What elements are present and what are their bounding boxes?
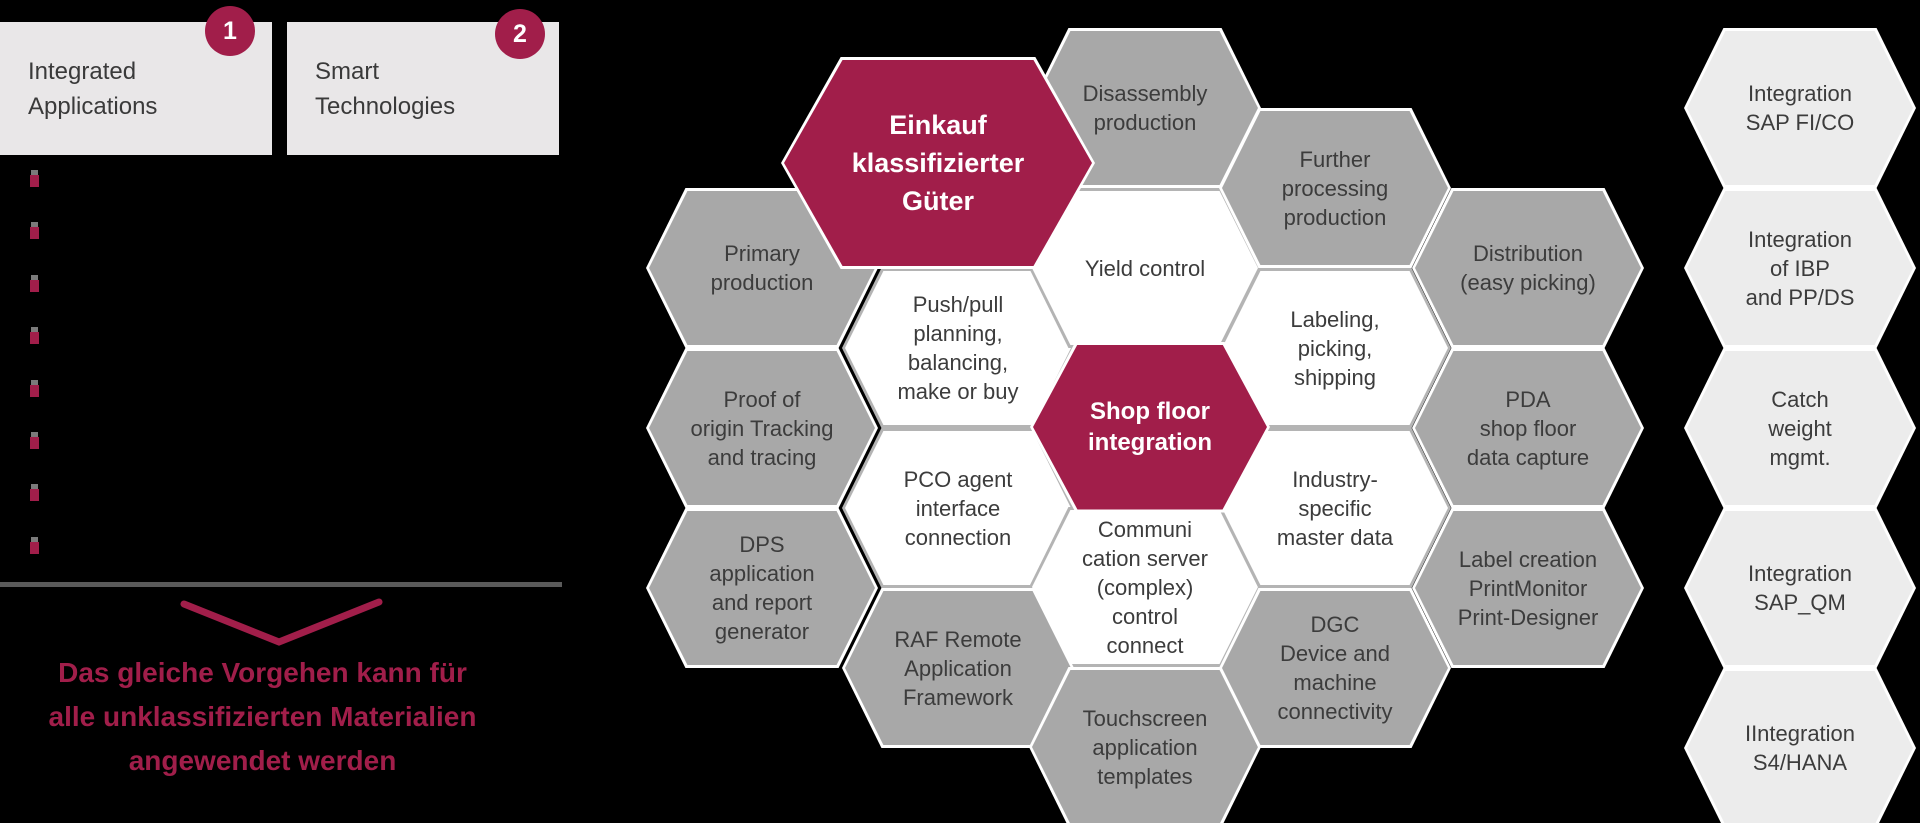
hex-further-processing: Further processing production	[1219, 108, 1451, 268]
hex-dgc-connectivity: DGC Device and machine connectivity	[1219, 588, 1451, 748]
hex-touchscreen-label: Touchscreen application templates	[1082, 705, 1208, 789]
hex-label-creation: Label creation PrintMonitor Print-Design…	[1412, 508, 1644, 668]
legend-box-label: Integrated Applications	[28, 57, 158, 120]
hex-einkauf: Einkauf klassifizierter Güter	[781, 57, 1095, 269]
hex-yield-control: Yield control	[1029, 188, 1261, 348]
hex-integration-sap-qm-label: Integration SAP_QM	[1748, 561, 1852, 615]
hex-push-pull-face: Push/pull planning, balancing, make or b…	[845, 271, 1071, 425]
hex-integration-s4hana-face: IIntegration S4/HANA	[1687, 671, 1913, 823]
hex-push-pull-label: Push/pull planning, balancing, make or b…	[897, 292, 1019, 404]
hex-label-creation-face: Label creation PrintMonitor Print-Design…	[1415, 511, 1641, 665]
note-text: Das gleiche Vorgehen kann für alle unkla…	[48, 657, 477, 776]
legend-box-label: Smart Technologies	[315, 57, 456, 120]
hex-integration-sap-qm-face: Integration SAP_QM	[1687, 511, 1913, 665]
hex-raf-framework-face: RAF Remote Application Framework	[845, 591, 1071, 745]
hex-touchscreen-face: Touchscreen application templates	[1032, 670, 1258, 823]
hex-einkauf-face: Einkauf klassifizierter Güter	[784, 60, 1092, 266]
hex-communication-server-face: Communi cation server (complex) control …	[1032, 510, 1258, 664]
hex-primary-production: Primary production	[646, 188, 878, 348]
hex-dps-application-label: DPS application and report generator	[709, 532, 815, 644]
badge-1-number: 1	[223, 16, 237, 45]
hex-raf-framework: RAF Remote Application Framework	[842, 588, 1074, 748]
bullet-square	[30, 437, 39, 449]
bullet-square	[30, 385, 39, 397]
hex-push-pull: Push/pull planning, balancing, make or b…	[842, 268, 1074, 428]
hex-dps-application-face: DPS application and report generator	[649, 511, 875, 665]
hex-further-processing-label: Further processing production	[1281, 146, 1389, 230]
hex-proof-of-origin-face: Proof of origin Tracking and tracing	[649, 351, 875, 505]
hex-labeling: Labeling, picking, shipping	[1219, 268, 1451, 428]
hex-integration-sap-fico: Integration SAP FI/CO	[1684, 28, 1916, 188]
bullet-square	[30, 175, 39, 187]
hex-label-creation-label: Label creation PrintMonitor Print-Design…	[1457, 546, 1599, 630]
bullet-square	[30, 542, 39, 554]
hex-further-processing-face: Further processing production	[1222, 111, 1448, 265]
hex-integration-sap-qm: Integration SAP_QM	[1684, 508, 1916, 668]
hex-distribution: Distribution (easy picking)	[1412, 188, 1644, 348]
hex-labeling-label: Labeling, picking, shipping	[1290, 306, 1380, 390]
hex-industry-master-data-label: Industry- specific master data	[1276, 466, 1394, 550]
hex-einkauf-label: Einkauf klassifizierter Güter	[851, 110, 1025, 216]
hex-integration-sap-fico-face: Integration SAP FI/CO	[1687, 31, 1913, 185]
hex-dgc-connectivity-face: DGC Device and machine connectivity	[1222, 591, 1448, 745]
hex-shop-floor-face: Shop floor integration	[1033, 344, 1267, 510]
hex-communication-server-label: Communi cation server (complex) control …	[1082, 516, 1208, 658]
hex-integration-ibp: Integration of IBP and PP/DS	[1684, 188, 1916, 348]
hex-catch-weight-face: Catch weight mgmt.	[1687, 351, 1913, 505]
hex-shop-floor: Shop floor integration	[1030, 341, 1270, 513]
hex-integration-ibp-face: Integration of IBP and PP/DS	[1687, 191, 1913, 345]
hex-pco-agent-face: PCO agent interface connection	[845, 431, 1071, 585]
badge-1: 1	[205, 6, 255, 56]
hex-industry-master-data: Industry- specific master data	[1219, 428, 1451, 588]
hex-pco-agent-label: PCO agent interface connection	[903, 466, 1013, 550]
hex-integration-s4hana: IIntegration S4/HANA	[1684, 668, 1916, 823]
hex-touchscreen: Touchscreen application templates	[1029, 667, 1261, 823]
hex-pda-data-capture: PDA shop floor data capture	[1412, 348, 1644, 508]
hex-pda-data-capture-face: PDA shop floor data capture	[1415, 351, 1641, 505]
hex-yield-control-label: Yield control	[1084, 255, 1206, 281]
hex-catch-weight-label: Catch weight mgmt.	[1768, 386, 1832, 470]
bullet-square	[30, 332, 39, 344]
hex-dgc-connectivity-label: DGC Device and machine connectivity	[1277, 612, 1393, 724]
hex-shop-floor-label: Shop floor integration	[1088, 398, 1212, 456]
hex-integration-s4hana-label: IIntegration S4/HANA	[1744, 721, 1856, 775]
hex-distribution-face: Distribution (easy picking)	[1415, 191, 1641, 345]
hex-integration-sap-fico-label: Integration SAP FI/CO	[1745, 81, 1855, 135]
badge-2-number: 2	[513, 19, 527, 48]
hex-yield-control-face: Yield control	[1032, 191, 1258, 345]
hex-pco-agent: PCO agent interface connection	[842, 428, 1074, 588]
hex-pda-data-capture-label: PDA shop floor data capture	[1466, 386, 1590, 470]
bullet-square	[30, 280, 39, 292]
bullet-square	[30, 489, 39, 501]
hex-industry-master-data-face: Industry- specific master data	[1222, 431, 1448, 585]
hex-labeling-face: Labeling, picking, shipping	[1222, 271, 1448, 425]
hex-communication-server: Communi cation server (complex) control …	[1029, 507, 1261, 667]
hex-disassembly-face: Disassembly production	[1032, 31, 1258, 185]
legend-box-smart-technologies: Smart Technologies 2	[287, 9, 559, 155]
hex-catch-weight: Catch weight mgmt.	[1684, 348, 1916, 508]
hex-distribution-label: Distribution (easy picking)	[1460, 241, 1596, 295]
hex-primary-production-label: Primary production	[710, 241, 814, 295]
legend-box-integrated-applications: Integrated Applications 1	[0, 6, 272, 155]
hex-proof-of-origin: Proof of origin Tracking and tracing	[646, 348, 878, 508]
hex-proof-of-origin-label: Proof of origin Tracking and tracing	[690, 386, 834, 470]
hex-raf-framework-label: RAF Remote Application Framework	[894, 626, 1022, 710]
hex-integration-ibp-label: Integration of IBP and PP/DS	[1745, 226, 1855, 310]
bullet-square	[30, 227, 39, 239]
hex-disassembly-label: Disassembly production	[1082, 81, 1208, 135]
hex-dps-application: DPS application and report generator	[646, 508, 878, 668]
badge-2: 2	[495, 9, 545, 59]
chevron-down-icon	[180, 598, 383, 646]
divider-line	[0, 582, 562, 587]
